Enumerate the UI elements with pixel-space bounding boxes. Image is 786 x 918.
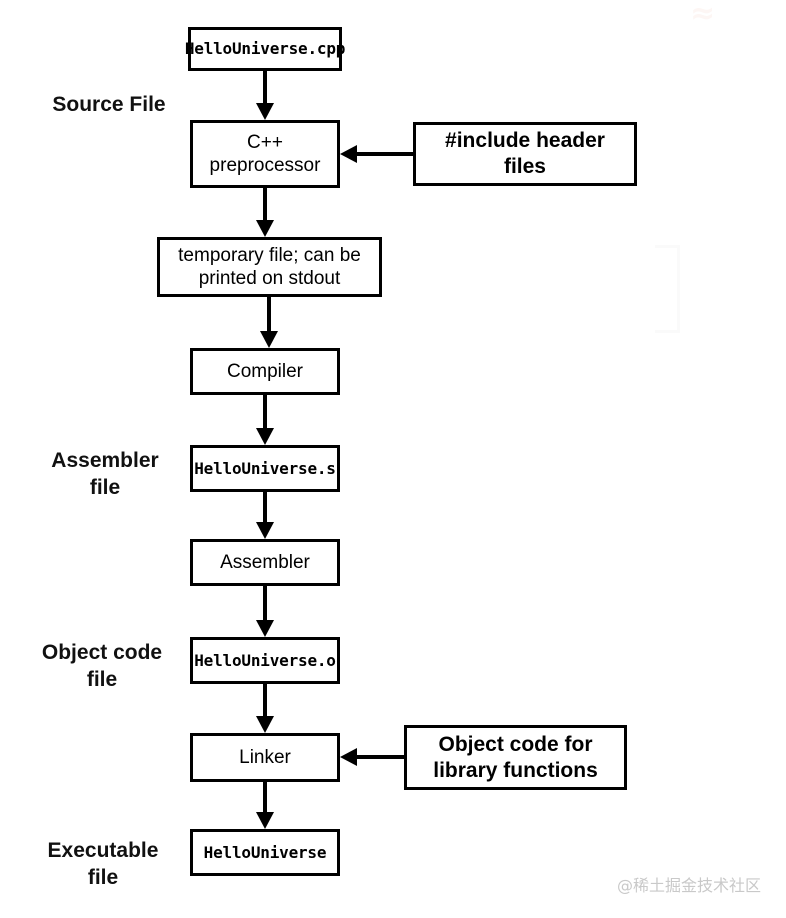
connector-preprocessor-to-temp <box>256 188 274 237</box>
connector-compiler-to-asmfile <box>256 395 274 445</box>
ghost-watermark-top: ≈ <box>690 0 716 31</box>
connector-libobjects-to-linker <box>340 748 404 766</box>
node-label-libobjects: Object code for library functions <box>433 732 598 782</box>
stage-label-source-file: Source File <box>52 93 166 116</box>
connector-temp-to-compiler <box>260 297 278 348</box>
node-label-compiler: Compiler <box>226 360 304 382</box>
node-executable: HelloUniverse <box>190 829 340 876</box>
connector-source-to-preprocessor <box>256 71 274 120</box>
connector-asmfile-to-assembler <box>256 492 274 539</box>
node-label-source: HelloUniverse.cpp <box>184 39 346 59</box>
connector-assembler-to-objfile <box>256 586 274 637</box>
node-label-asmfile: HelloUniverse.s <box>194 458 336 478</box>
community-watermark: @稀土掘金技术社区 <box>617 876 762 895</box>
node-label-tempfile: temporary file; can be printed on stdout <box>178 244 361 289</box>
node-linker: Linker <box>190 733 340 782</box>
stage-label-executable-file: Executable file <box>47 839 159 889</box>
connector-linker-to-executable <box>256 782 274 829</box>
node-objfile: HelloUniverse.o <box>190 637 340 684</box>
node-libobjects: Object code for library functions <box>404 725 627 790</box>
node-assembler: Assembler <box>190 539 340 586</box>
node-compiler: Compiler <box>190 348 340 395</box>
node-preprocessor: C++ preprocessor <box>190 120 340 188</box>
node-label-executable: HelloUniverse <box>203 842 327 862</box>
connector-objfile-to-linker <box>256 684 274 733</box>
stage-label-object-code-file: Object code file <box>41 641 163 691</box>
node-asmfile: HelloUniverse.s <box>190 445 340 492</box>
node-label-includes: #include header files <box>445 129 605 178</box>
node-includes: #include header files <box>413 122 637 186</box>
node-label-objfile: HelloUniverse.o <box>194 650 336 670</box>
connector-includes-to-preprocessor <box>340 145 413 163</box>
node-source: HelloUniverse.cpp <box>184 27 346 71</box>
node-label-assembler: Assembler <box>220 551 310 573</box>
node-tempfile: temporary file; can be printed on stdout <box>157 237 382 297</box>
node-label-linker: Linker <box>239 746 291 768</box>
ghost-watermark-bracket <box>655 245 680 333</box>
node-label-preprocessor: C++ preprocessor <box>209 131 321 176</box>
stage-label-assembler-file: Assembler file <box>51 449 159 499</box>
